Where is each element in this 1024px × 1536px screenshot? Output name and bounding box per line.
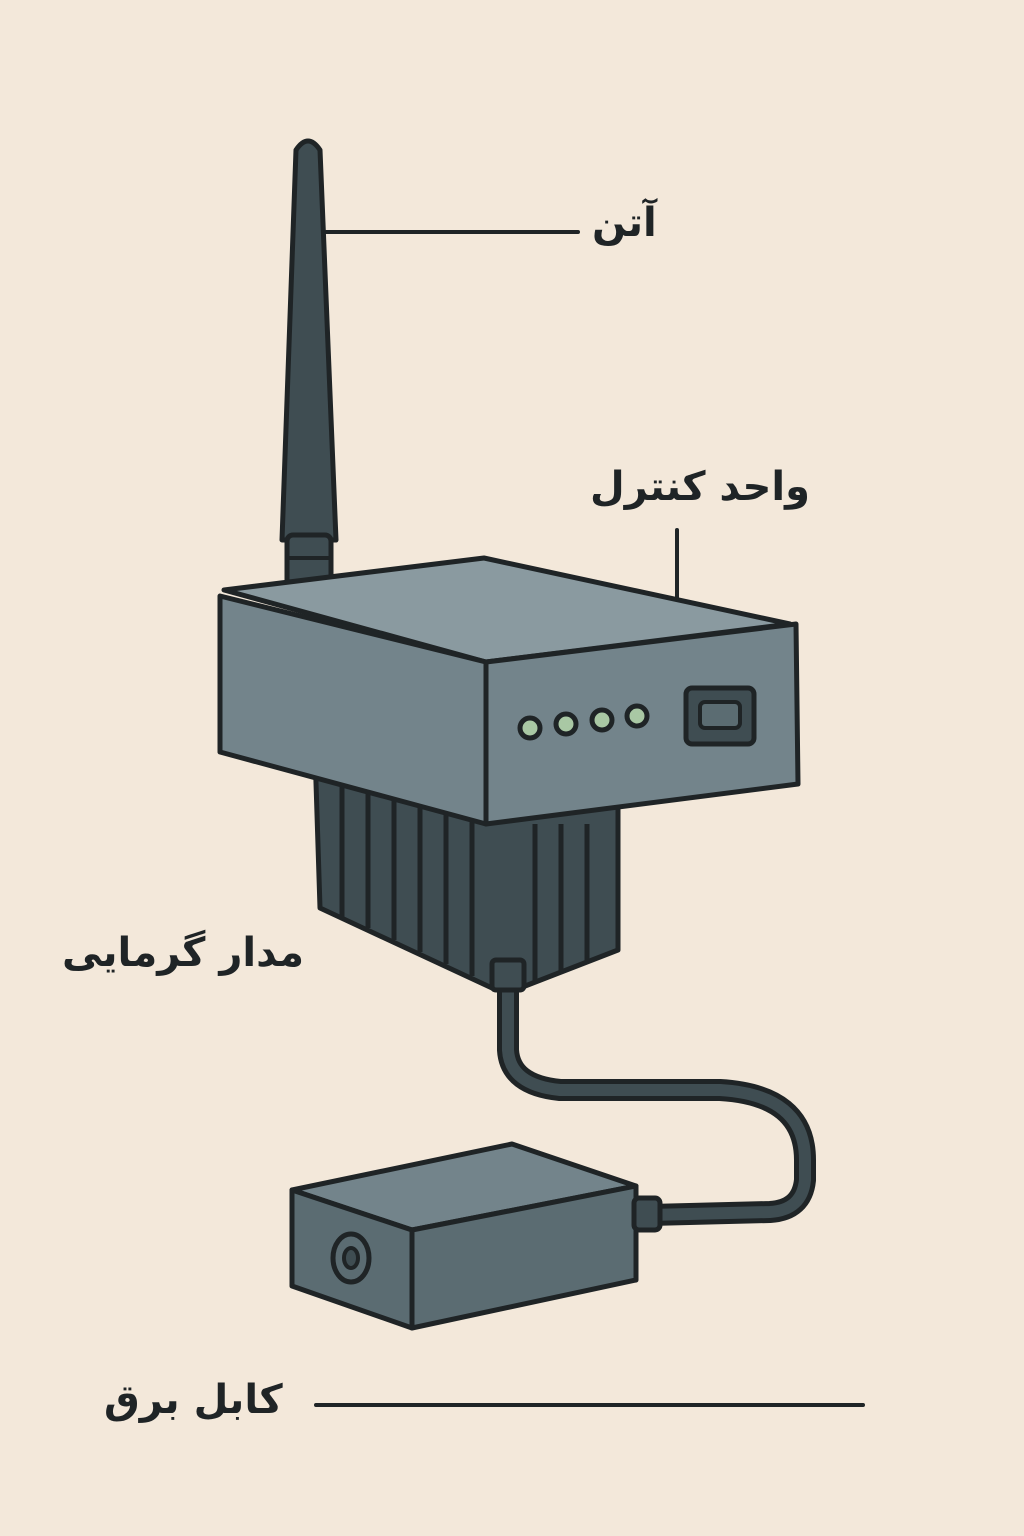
power-adapter-cable-connector — [631, 1195, 663, 1233]
control-unit-label: واحد کنترل — [590, 464, 810, 510]
cable-strain-relief — [489, 957, 527, 993]
heat-sink-label: مدار گرمایی — [62, 930, 304, 976]
led-indicator-icon — [553, 711, 579, 737]
heatsink-fins — [339, 780, 590, 982]
power-cable-label: کابل برق — [104, 1377, 283, 1423]
antenna-label: آتن — [592, 200, 657, 246]
control-unit-box — [217, 555, 801, 827]
led-indicator-icon — [589, 707, 615, 733]
led-indicator-icon — [624, 703, 650, 729]
antenna-whip — [279, 138, 339, 543]
power-adapter-right-face — [409, 1183, 639, 1331]
power-adapter-icon — [289, 1141, 663, 1331]
led-indicator-icon — [517, 715, 543, 741]
